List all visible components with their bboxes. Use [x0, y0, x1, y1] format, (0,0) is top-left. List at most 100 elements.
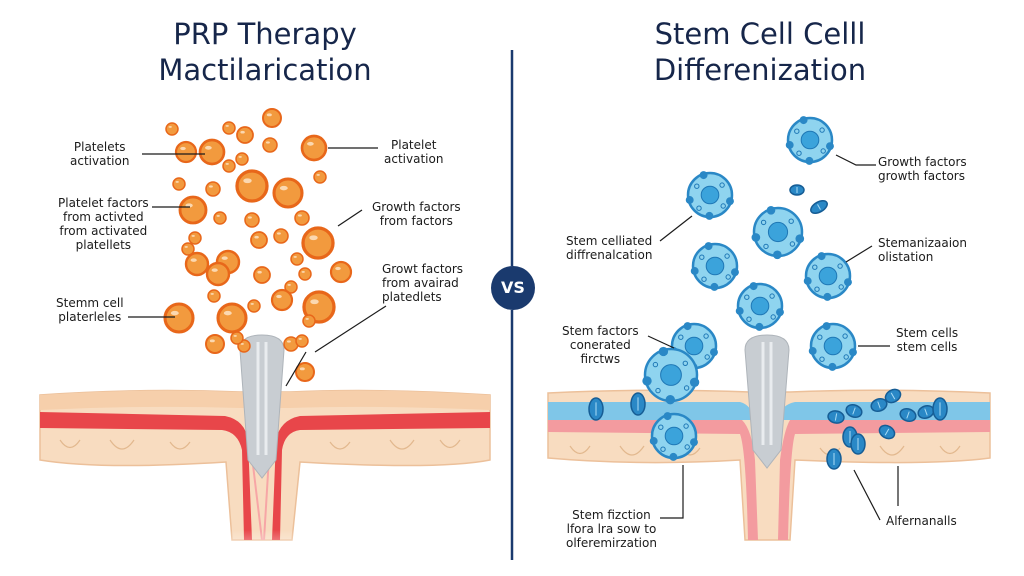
platelet — [216, 302, 248, 334]
platelet — [284, 280, 298, 294]
platelet — [262, 108, 282, 128]
platelet — [184, 251, 210, 277]
label-stem-factors: Stem factors conerated firctws — [562, 324, 639, 366]
platelet — [270, 288, 294, 312]
platelet — [174, 140, 198, 164]
platelet — [313, 170, 327, 184]
stem-cell — [808, 322, 857, 371]
small-cell — [850, 433, 866, 455]
small-cell — [827, 410, 845, 424]
platelet — [230, 331, 244, 345]
small-cell — [884, 388, 902, 404]
label-platelet-activation-right: Platelet activation — [384, 138, 443, 166]
label-line: Stemanizaaion — [878, 236, 967, 250]
right-injection-needle — [744, 334, 790, 469]
platelet-cluster — [163, 108, 353, 382]
platelet — [244, 212, 260, 228]
small-blue-cells — [588, 184, 948, 470]
label-line: Stem cells — [896, 326, 959, 340]
label-growt-factors: Growt factors from avairad platedlets — [382, 262, 463, 304]
small-cell — [899, 407, 917, 423]
label-line: Platelet — [391, 138, 437, 152]
label-line: platerleles — [58, 310, 122, 324]
stem-cell — [803, 252, 852, 301]
left-panel-title: PRP Therapy Mactilarication — [100, 16, 430, 88]
label-line: lfora lra sow to — [566, 522, 657, 536]
platelet — [207, 289, 221, 303]
label-stem-cells: Stem cells stem cells — [896, 326, 958, 354]
label-line: Stem fizction — [572, 508, 651, 522]
stem-cell — [690, 242, 739, 291]
label-stem-cell-platerleles: Stemm cell platerleles — [56, 296, 124, 324]
label-line: stem cells — [896, 340, 958, 354]
platelet — [329, 260, 353, 284]
stem-cell — [785, 116, 834, 165]
left-title-line-1: PRP Therapy — [173, 17, 357, 51]
right-leader-lines — [647, 154, 899, 521]
right-panel-title: Stem Cell Celll Differenization — [590, 16, 930, 88]
platelet — [198, 138, 226, 166]
platelet — [262, 137, 278, 153]
label-stemanization: Stemanizaaion olistation — [878, 236, 967, 264]
label-line: olferemirzation — [566, 536, 657, 550]
label-line: Platelets — [73, 140, 126, 154]
stem-cell — [685, 171, 734, 220]
platelet — [301, 226, 335, 260]
leader-growth-factors — [337, 209, 363, 227]
label-line: Stem factors — [562, 324, 639, 338]
label-line: from factors — [379, 214, 453, 228]
label-line: olistation — [878, 250, 934, 264]
small-cell — [789, 184, 805, 196]
left-title-line-2: Mactilarication — [158, 53, 372, 87]
label-growth-factors: Growth factors from factors — [372, 200, 461, 228]
left-leader-lines — [128, 147, 387, 387]
platelet — [290, 252, 304, 266]
right-title-line-2: Differenization — [653, 53, 867, 87]
leader-stem-celliated — [659, 215, 693, 242]
leader-growt-factors-1 — [314, 305, 387, 353]
platelet — [222, 159, 236, 173]
stem-cell — [642, 346, 700, 405]
platelet — [178, 195, 208, 225]
label-line: activation — [70, 154, 130, 168]
small-cell — [588, 397, 604, 421]
leader-growt-factors-2 — [285, 351, 307, 387]
label-line: growth factors — [878, 169, 965, 183]
label-line: from avairad — [382, 276, 459, 290]
platelet — [172, 177, 186, 191]
leader-stem-fiction — [660, 465, 684, 519]
platelet — [235, 169, 269, 203]
label-line: Stemm cell — [56, 296, 124, 310]
label-line: conerated — [569, 338, 631, 352]
label-alfernanalls: Alfernanalls — [886, 514, 957, 528]
label-line: Growt factors — [382, 262, 464, 276]
platelet — [272, 177, 304, 209]
platelet — [213, 211, 227, 225]
small-cell — [826, 448, 842, 470]
leader-stem-factors — [647, 335, 675, 349]
label-line: Growth factors — [372, 200, 461, 214]
small-cell — [630, 392, 646, 416]
platelet — [253, 266, 271, 284]
label-platelets-activation: Platelets activation — [70, 140, 129, 168]
platelet — [235, 152, 249, 166]
stem-cell-cluster — [642, 116, 857, 461]
label-line: from activated — [59, 224, 148, 238]
label-stem-fiction: Stem fizction lfora lra sow to olferemir… — [566, 508, 657, 550]
label-line: Platelet factors — [58, 196, 149, 210]
platelet — [205, 261, 231, 287]
platelet — [222, 121, 236, 135]
platelet — [300, 134, 328, 162]
platelet — [295, 334, 309, 348]
label-line: Alfernanalls — [886, 514, 957, 528]
label-line: platedlets — [382, 290, 442, 304]
platelet — [302, 290, 336, 324]
label-line: platellets — [75, 238, 132, 252]
leader-alfernanalls-1 — [853, 469, 881, 521]
small-cell — [878, 424, 896, 440]
label-stem-celliated: Stem celliated diffrenalcation — [566, 234, 653, 262]
platelet — [181, 242, 195, 256]
platelet — [165, 122, 179, 136]
platelet — [205, 334, 225, 354]
